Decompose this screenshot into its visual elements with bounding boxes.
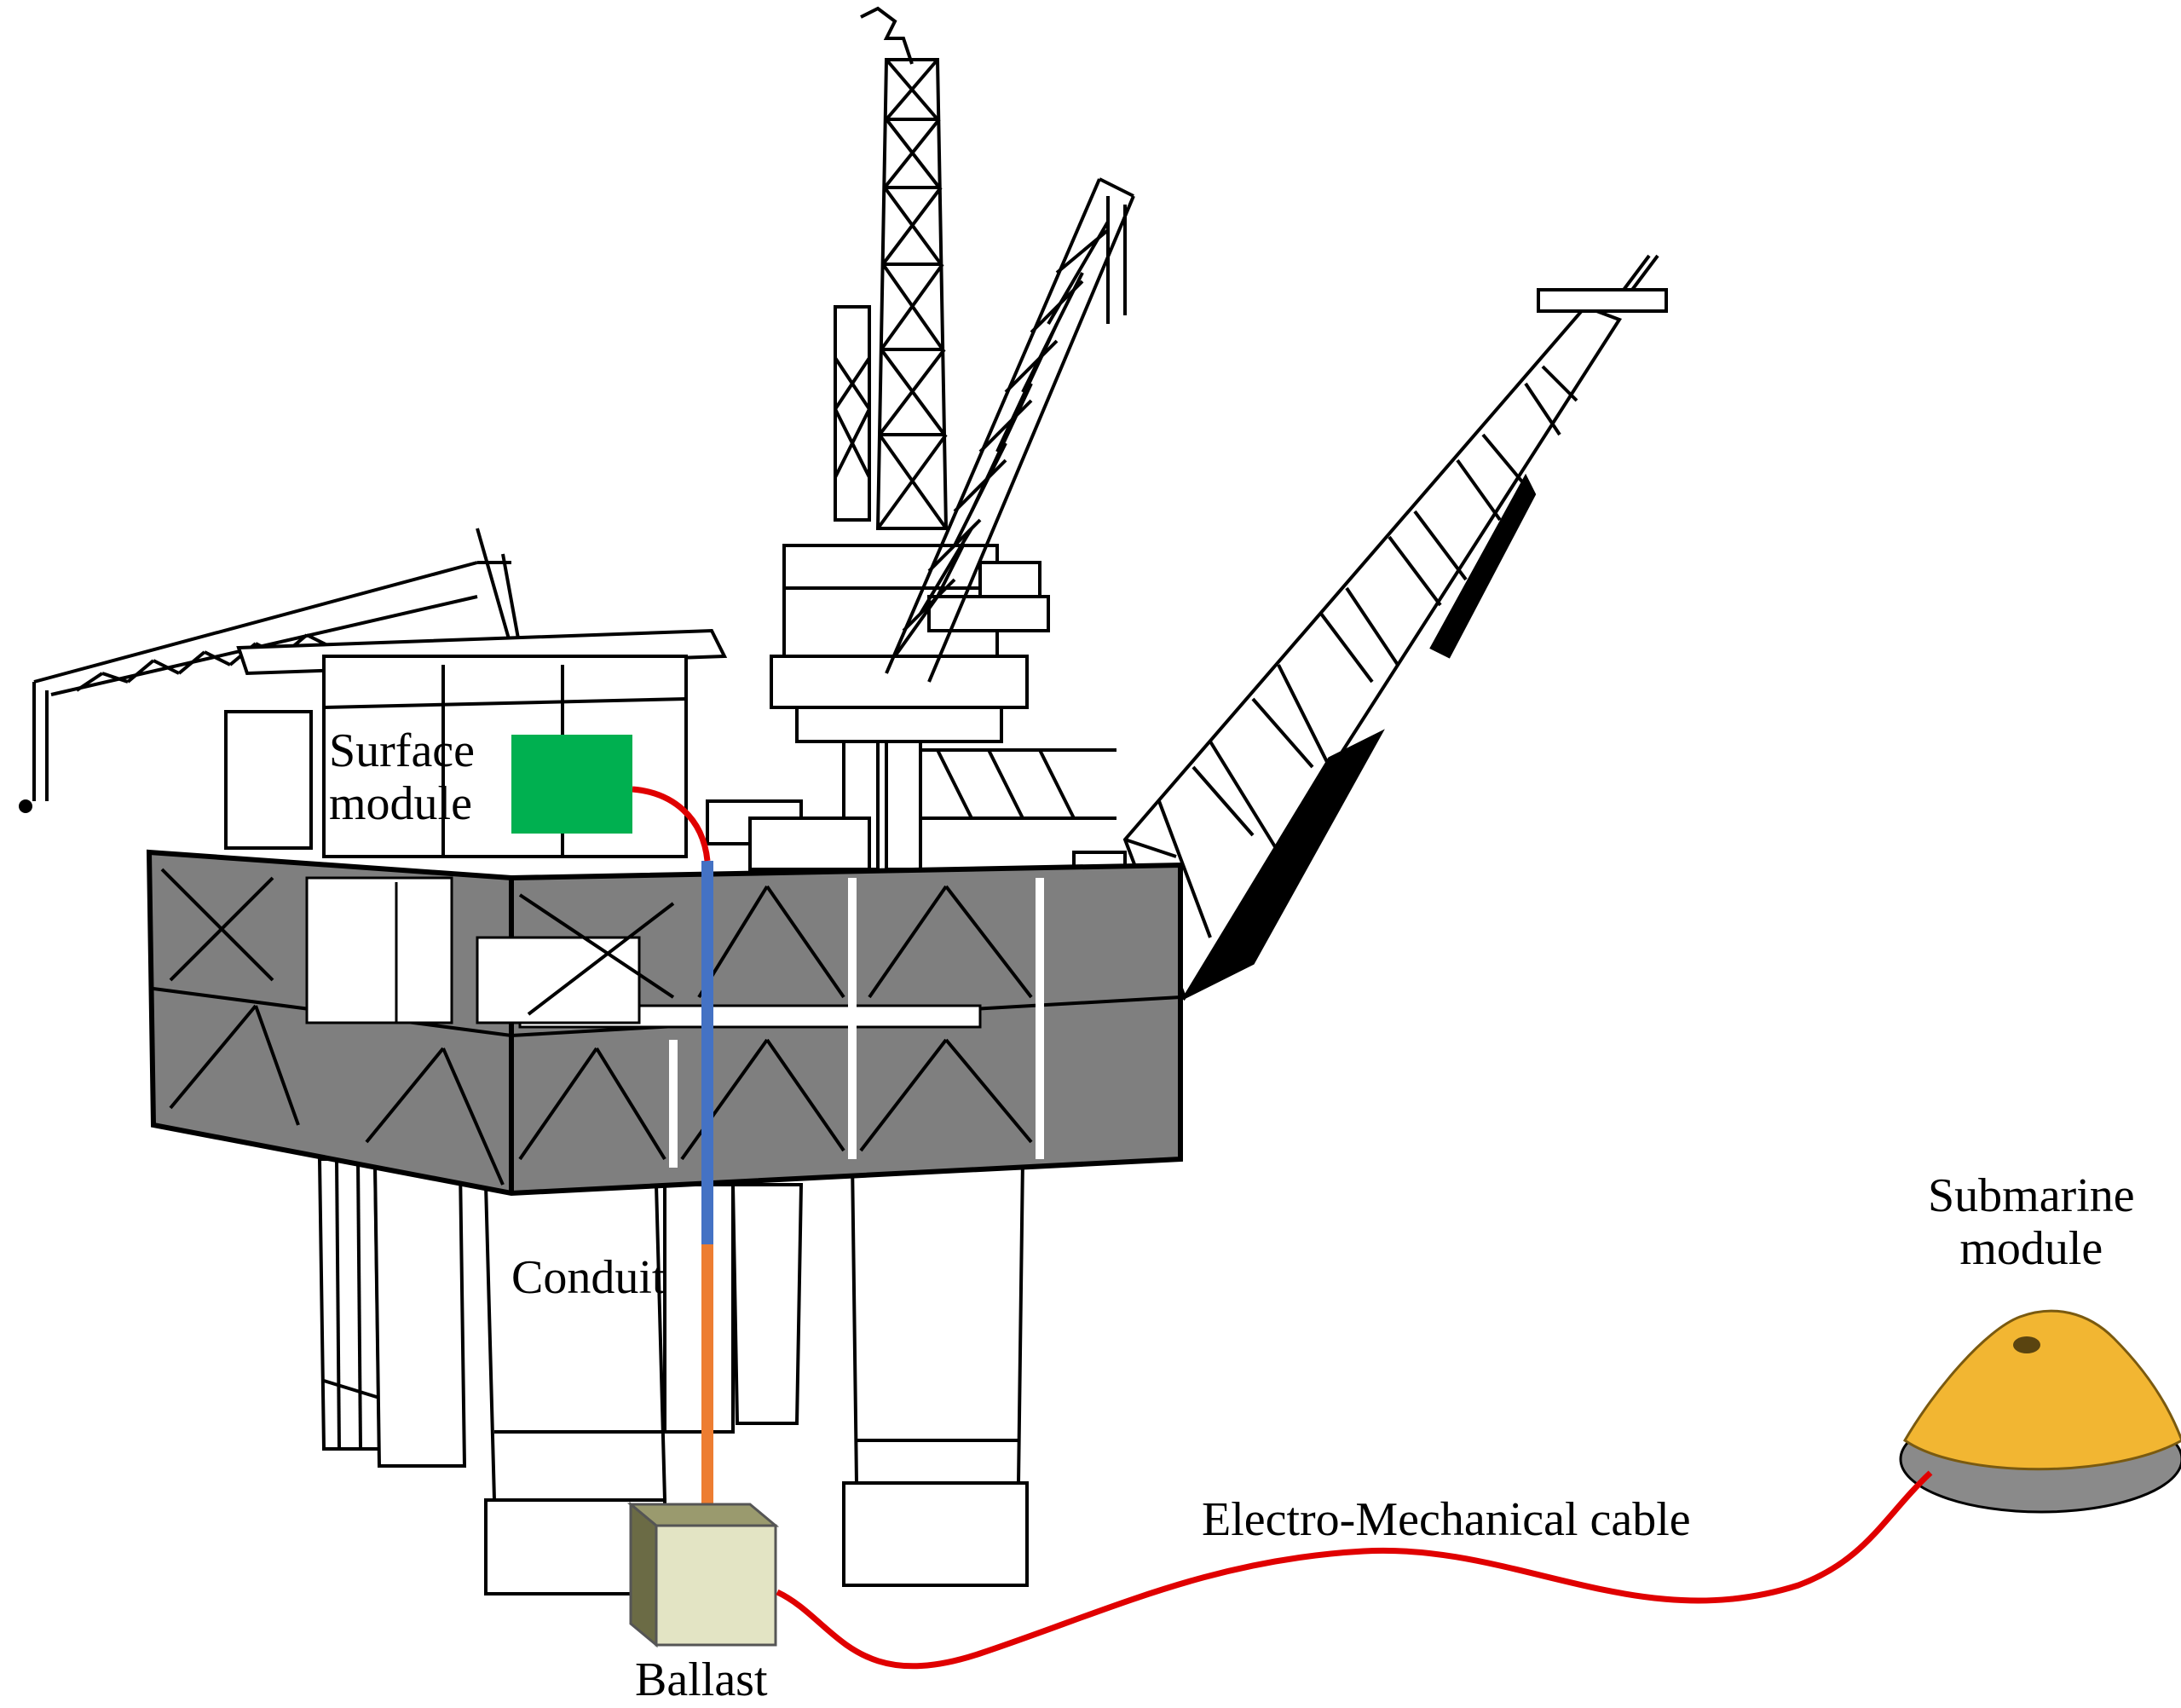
drilling-derrick bbox=[834, 6, 949, 530]
submarine-module-label: Submarine module bbox=[1928, 1169, 2135, 1275]
submarine-module-label-line2: module bbox=[1959, 1222, 2103, 1275]
electro-mechanical-cable-line bbox=[776, 1470, 1933, 1670]
surface-module-box bbox=[511, 735, 632, 834]
accommodation-block bbox=[224, 628, 1127, 888]
electro-mechanical-cable-label: Electro-Mechanical cable bbox=[1202, 1493, 1691, 1546]
conduit-label: Conduit bbox=[511, 1251, 666, 1304]
submarine-module-icon bbox=[1899, 1309, 2181, 1514]
ballast-box bbox=[626, 1501, 780, 1648]
surface-module-label-line1: Surface bbox=[329, 724, 476, 777]
ballast-label: Ballast bbox=[635, 1653, 768, 1706]
platform-columns bbox=[317, 1157, 1029, 1595]
drill-floor-structure bbox=[770, 544, 1116, 871]
surface-cable bbox=[632, 786, 711, 862]
surface-module-label-line2: module bbox=[329, 777, 472, 830]
platform-deck bbox=[146, 849, 1183, 1197]
flare-boom bbox=[1122, 254, 1668, 1001]
surface-module-label: Surface module bbox=[329, 724, 475, 830]
center-crane-boom bbox=[885, 177, 1135, 683]
submarine-module-label-line1: Submarine bbox=[1928, 1169, 2135, 1222]
